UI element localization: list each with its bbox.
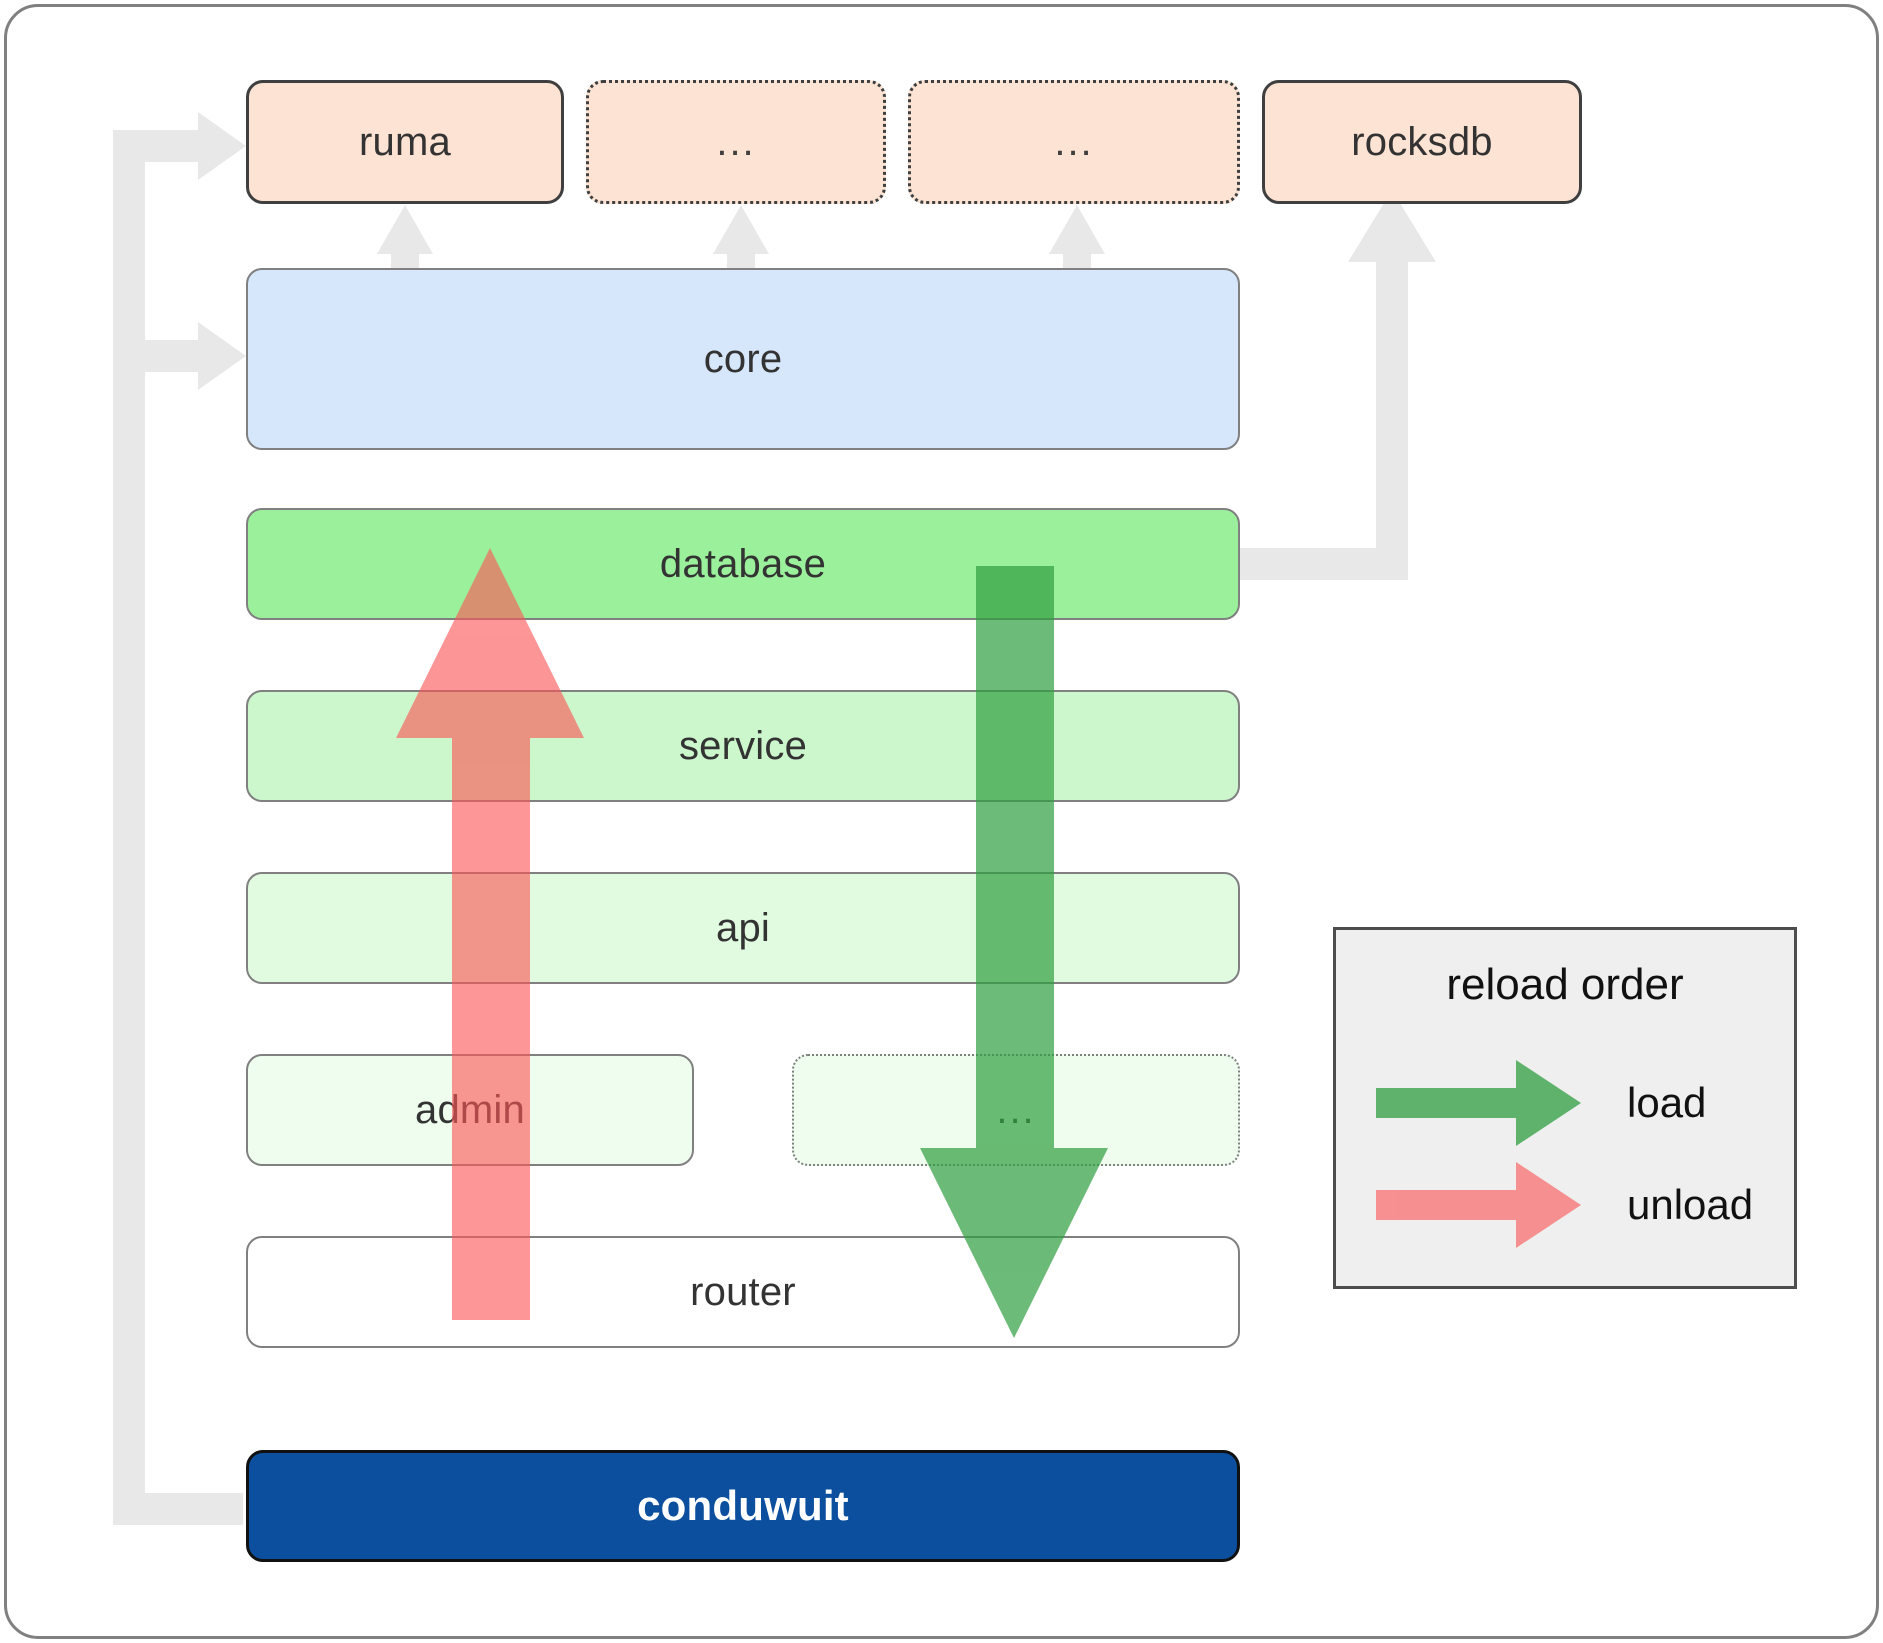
load-legend-icon (1376, 1060, 1581, 1146)
legend-label-unload: unload (1627, 1181, 1754, 1228)
legend-item-load: load (1376, 1058, 1760, 1148)
unload-legend-icon (1376, 1162, 1581, 1248)
legend-title: reload order (1446, 960, 1684, 1009)
unload-arrow-shape (396, 548, 584, 1320)
legend-panel: reload order load unload (1333, 927, 1797, 1289)
layer-box-api[interactable]: api (246, 872, 1240, 984)
load-arrow-shape (920, 566, 1108, 1338)
legend-item-unload: unload (1376, 1160, 1760, 1250)
legend-label-load: load (1627, 1079, 1707, 1126)
layer-box-core[interactable]: core (246, 268, 1240, 450)
layer-box-router[interactable]: router (246, 1236, 1240, 1348)
